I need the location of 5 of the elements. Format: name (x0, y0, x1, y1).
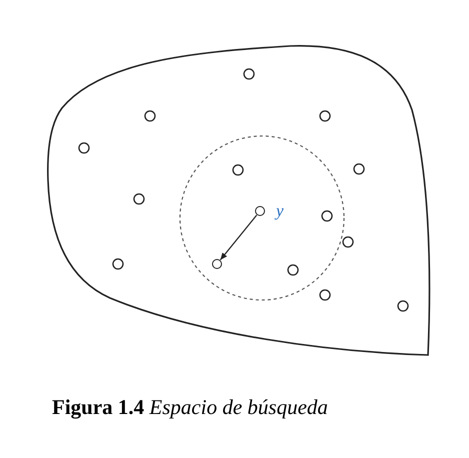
arrow (220, 214, 258, 260)
figure-caption: Figura 1.4 Espacio de búsqueda (52, 395, 328, 420)
point-marker (254, 206, 265, 216)
point-label: y (276, 202, 284, 219)
point-marker (212, 258, 222, 269)
